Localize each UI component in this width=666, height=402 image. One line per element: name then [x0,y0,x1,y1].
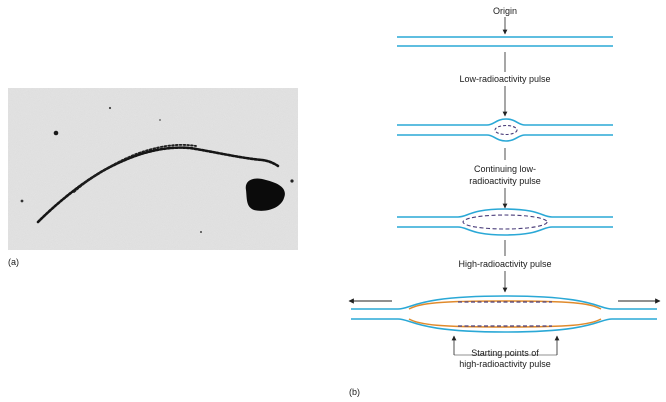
dna-track-branch [73,143,197,193]
watermark: 知乎 @风吹柳情 [548,366,665,385]
panel-a-label: (a) [8,257,19,267]
high-pulse-label: High-radioactivity pulse [458,259,551,269]
continuing-label-2: radioactivity pulse [469,176,541,186]
starting-points-bracket [451,335,560,356]
stage4-large-bubble [351,295,657,333]
low-pulse-label: Low-radioactivity pulse [459,74,550,84]
starting-label-1: Starting points of [471,348,539,358]
autoradiograph-photo [8,88,298,250]
panel-b-label: (b) [349,387,360,397]
continuing-label-1: Continuing low- [474,164,536,174]
origin-label: Origin [493,6,517,16]
dark-blob [245,178,285,211]
starting-label-2: high-radioactivity pulse [459,359,551,369]
stage3-medium-bubble [397,208,613,236]
stage1-duplex [397,36,613,47]
stage2-small-bubble [397,118,613,142]
